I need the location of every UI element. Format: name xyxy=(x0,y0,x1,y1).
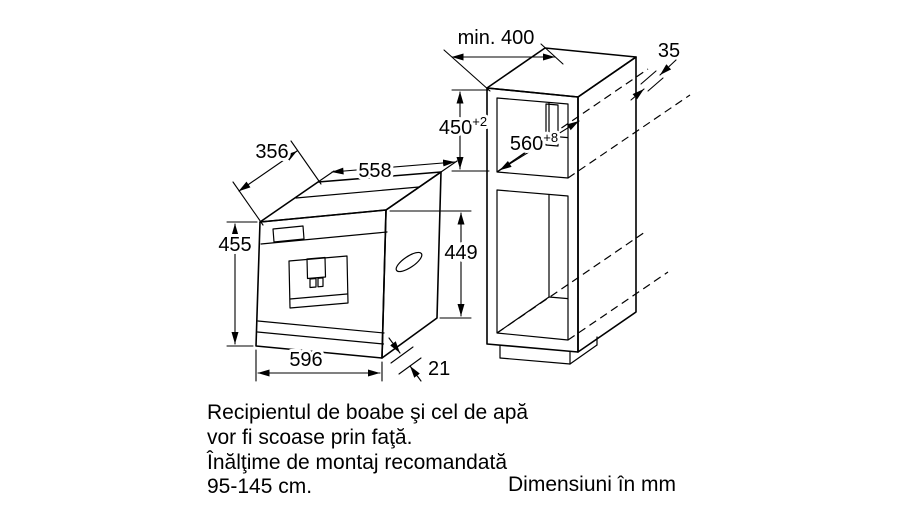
dimension-356: 356 xyxy=(232,138,322,226)
niche-depth-label: 560+8 xyxy=(510,130,558,155)
dimension-596: 596 xyxy=(255,346,383,382)
arrow-line xyxy=(388,337,401,354)
cabinet-drawing xyxy=(486,47,691,365)
ext-line xyxy=(232,181,264,226)
note-line-2: vor fi scoase prin faţă. xyxy=(207,426,412,449)
niche-height-value: 450 xyxy=(439,117,472,139)
top-width-label: 558 xyxy=(358,160,391,182)
depth-dashed-line-2 xyxy=(567,94,691,179)
appliance-front-face xyxy=(255,209,387,359)
base-bottom-edge xyxy=(499,357,571,365)
drip-tray-top-line xyxy=(257,320,385,334)
dispenser-spout-body xyxy=(306,256,327,280)
drip-tray-lines xyxy=(256,320,385,345)
ext-tick xyxy=(647,77,664,92)
ext-tick xyxy=(640,70,657,85)
lower-back-floor-edge xyxy=(548,296,568,300)
niche-height-label: 450+2 xyxy=(439,114,487,139)
dispenser-cup-shelf xyxy=(289,293,348,300)
dispenser-spout-right xyxy=(317,277,324,288)
side-height-label: 449 xyxy=(444,242,477,264)
dim-line xyxy=(238,150,298,192)
units-note: Dimensiuni în mm xyxy=(508,473,676,496)
dim-line xyxy=(499,120,580,171)
appliance-top-face xyxy=(259,171,442,223)
appliance-display xyxy=(272,225,305,243)
front-width-label: 596 xyxy=(289,349,322,371)
depth-dashed-line-1 xyxy=(496,68,649,173)
note-line-4: 95-145 cm. xyxy=(207,475,312,498)
lower-opening xyxy=(496,189,569,341)
dim-line xyxy=(331,159,456,175)
ext-line xyxy=(443,49,491,92)
top-depth-label: 356 xyxy=(255,141,288,163)
dispenser-spout-left xyxy=(309,277,317,289)
arrow-line xyxy=(409,365,422,382)
depth-dashed-line-4 xyxy=(567,271,669,341)
niche-depth-dashed-lines xyxy=(496,68,691,341)
dimension-558: 558 xyxy=(317,157,458,185)
cabinet-front-face xyxy=(486,87,579,353)
appliance-drawing xyxy=(255,171,442,359)
dimension-niche-depth: 560+8 xyxy=(499,120,580,171)
cabinet-base xyxy=(499,336,598,365)
note-line-3: Înălţime de montaj recomandată xyxy=(206,451,507,474)
cabinet-side-face xyxy=(577,56,637,353)
door-protrusion-label: 21 xyxy=(428,358,450,380)
ext-line xyxy=(290,140,322,185)
niche-height-tolerance: +2 xyxy=(472,114,487,129)
depth-dashed-line-3 xyxy=(496,231,646,334)
drip-tray-bottom-line xyxy=(256,331,385,345)
niche-depth-value: 560 xyxy=(510,133,543,155)
ext-tick xyxy=(390,346,414,364)
front-height-label: 455 xyxy=(218,234,251,256)
arrow-line xyxy=(630,88,645,101)
dimension-449: 449 xyxy=(389,210,481,319)
appliance-top-seam xyxy=(295,186,420,199)
dispenser-recess xyxy=(288,255,349,309)
min-depth-label: min. 400 xyxy=(458,27,535,49)
dimension-35: 35 xyxy=(630,40,680,101)
notes-block: Recipientul de boabe şi cel de apă vor f… xyxy=(206,401,676,498)
appliance-panel-divider xyxy=(260,231,388,245)
base-side-edge xyxy=(569,344,598,365)
top-clearance-label: 35 xyxy=(658,40,680,62)
ext-line xyxy=(540,43,564,65)
arrow-line xyxy=(659,59,677,76)
dimension-min-depth: min. 400 xyxy=(443,27,564,92)
dimension-niche-height: 450+2 xyxy=(436,89,490,172)
dimension-455: 455 xyxy=(215,221,258,347)
note-line-1: Recipientul de boabe şi cel de apă xyxy=(207,401,528,424)
niche-depth-tolerance: +8 xyxy=(543,130,558,145)
dimension-21: 21 xyxy=(388,337,450,382)
coffee-dispenser xyxy=(288,255,349,309)
lower-compartment-interior xyxy=(497,193,568,334)
ext-line xyxy=(317,170,335,183)
appliance-side-face xyxy=(381,171,442,359)
side-handle-cutout xyxy=(395,251,423,273)
